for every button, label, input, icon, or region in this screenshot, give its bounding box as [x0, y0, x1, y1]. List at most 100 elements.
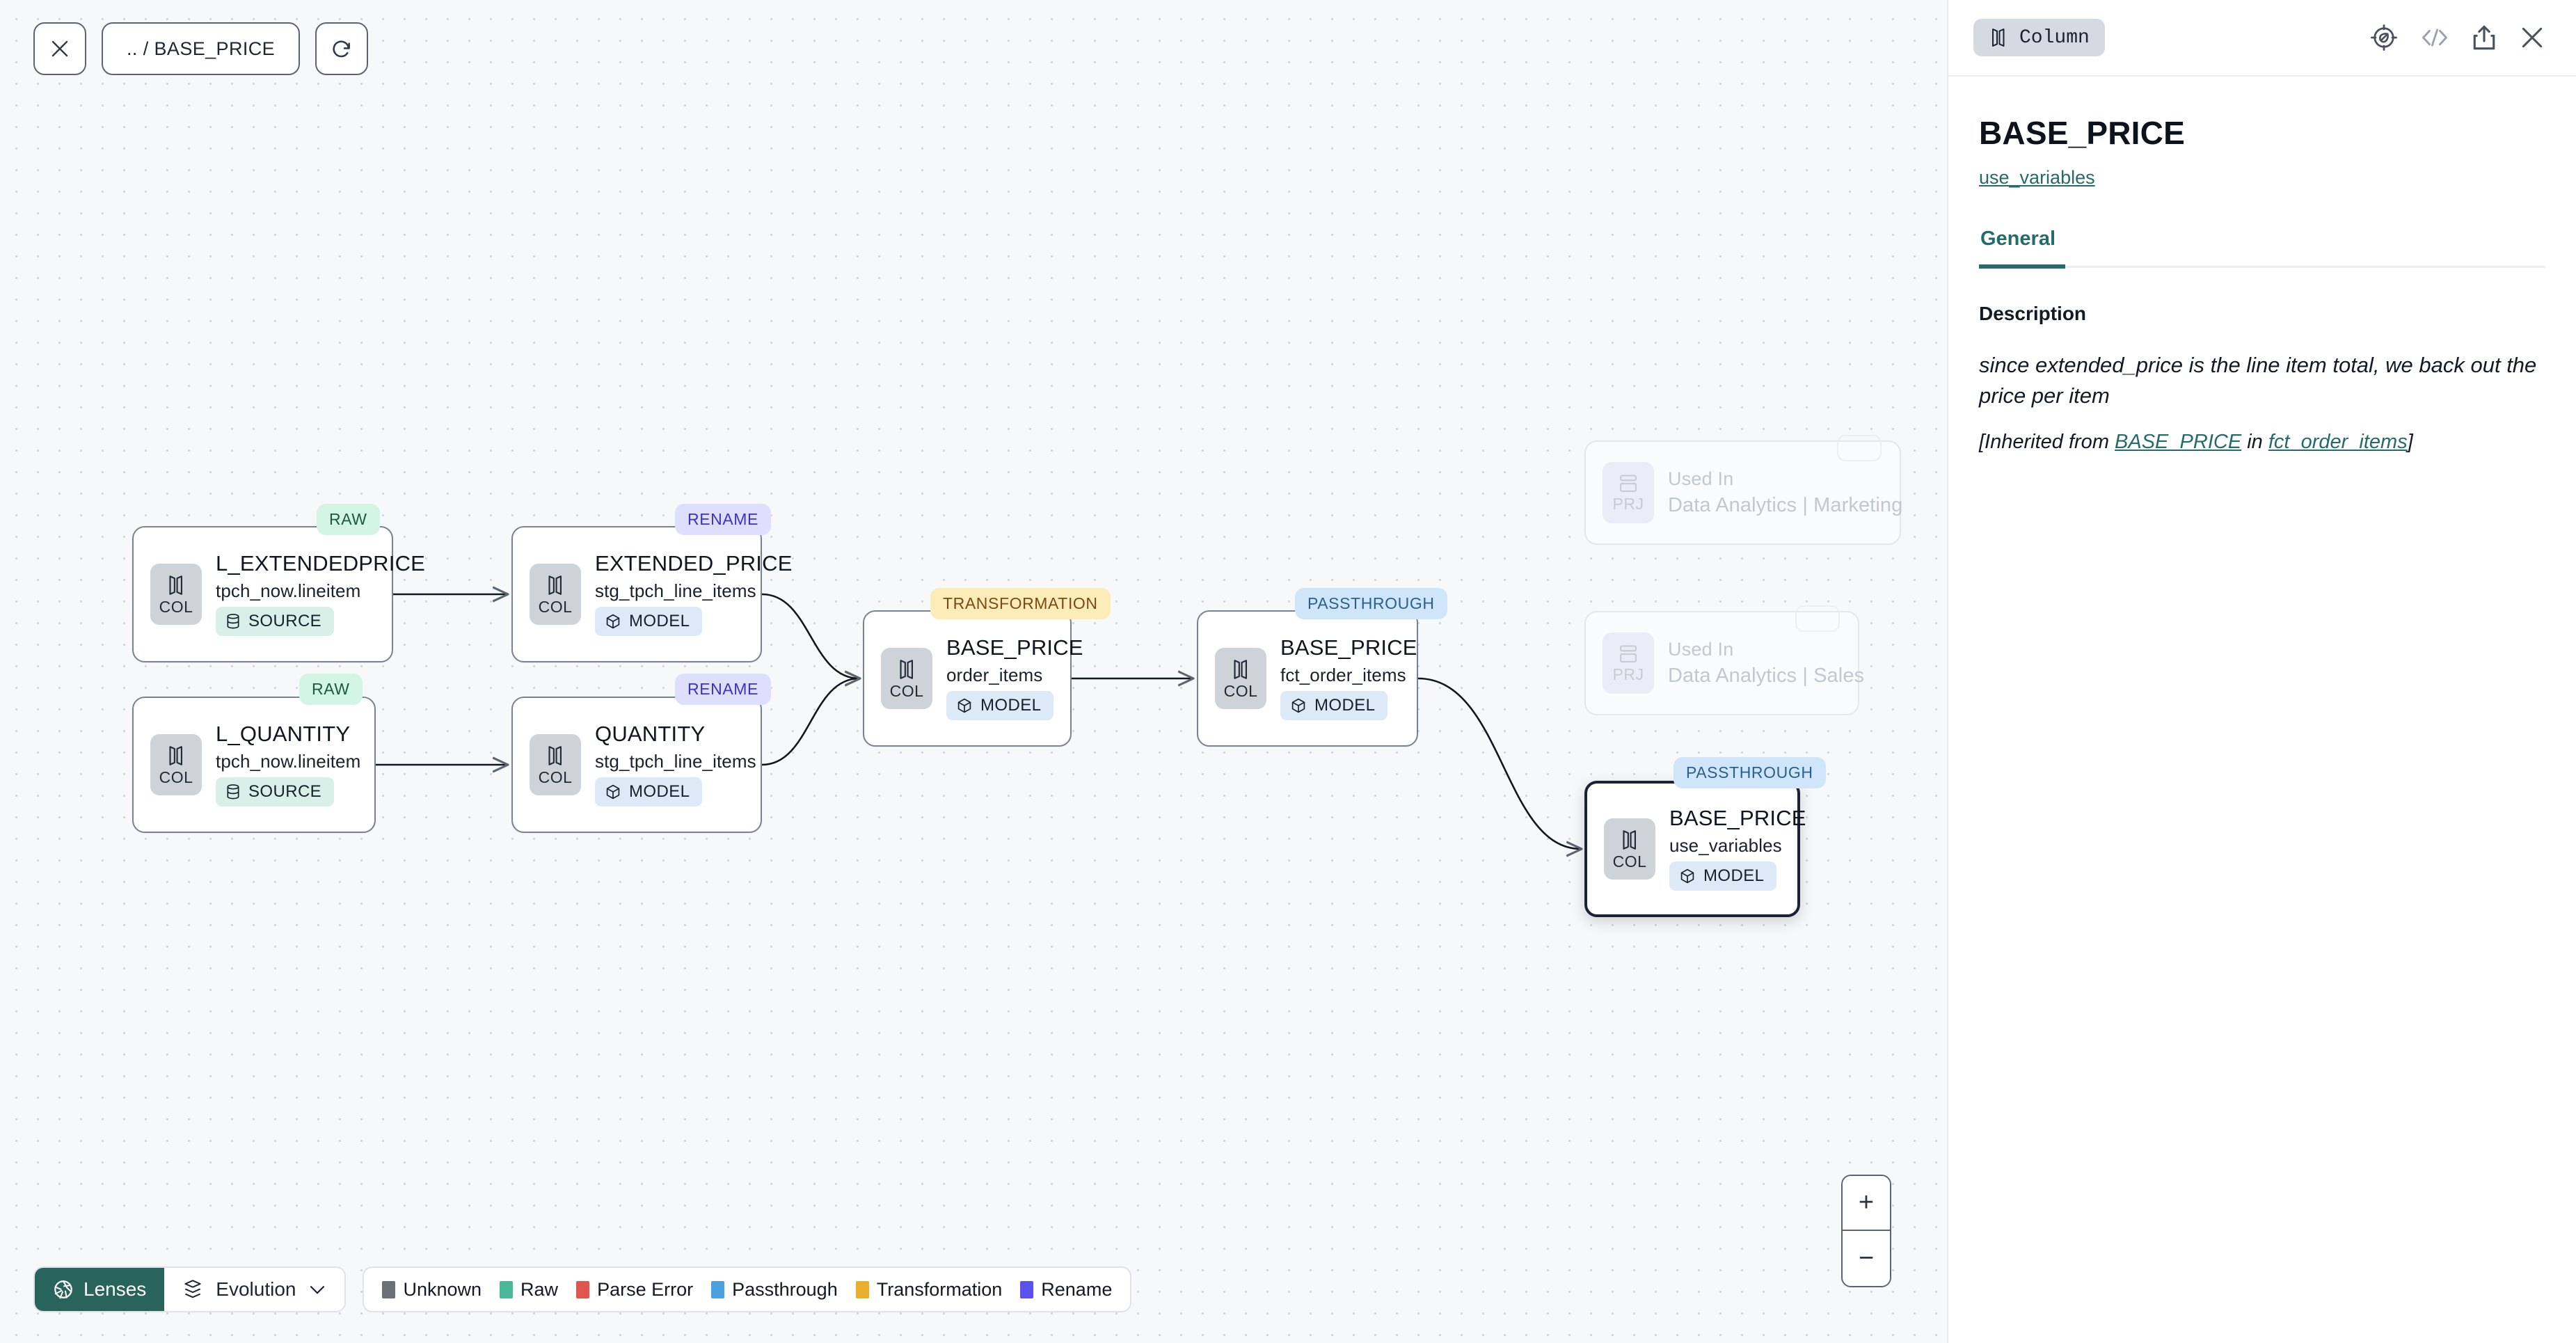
- node-kind-pill: SOURCE: [216, 606, 335, 636]
- node-badge-rename: RENAME: [675, 674, 772, 705]
- lenses-label: Lenses: [84, 1278, 147, 1300]
- project-chip: PRJ: [1603, 633, 1654, 694]
- inherited-suffix: ]: [2407, 431, 2413, 454]
- node-subtitle: stg_tpch_line_items: [595, 580, 756, 601]
- evolution-dropdown[interactable]: Evolution: [164, 1268, 345, 1311]
- database-icon: [227, 614, 239, 629]
- node-badge-passthrough: PASSTHROUGH: [1295, 588, 1447, 619]
- column-chip: COL: [881, 648, 932, 709]
- node-subtitle: tpch_now.lineitem: [216, 750, 361, 772]
- node-kind-label: MODEL: [980, 695, 1042, 715]
- node-kind-pill: MODEL: [1280, 690, 1388, 720]
- zoom-in-button[interactable]: +: [1843, 1176, 1890, 1231]
- legend-item[interactable]: Transformation: [855, 1279, 1002, 1301]
- entity-type-label: Column: [2019, 26, 2090, 49]
- column-chip: COL: [530, 734, 581, 795]
- share-icon[interactable]: [2472, 24, 2497, 51]
- lineage-node-l-quantity[interactable]: COL L_QUANTITY tpch_now.lineitem SOURCE: [132, 697, 376, 833]
- panel-header-actions: [2370, 24, 2545, 51]
- explore-icon[interactable]: [2370, 24, 2398, 51]
- close-graph-button[interactable]: [33, 22, 86, 75]
- legend-swatch-passthrough: [711, 1280, 725, 1298]
- breadcrumb: .. / BASE_PRICE: [127, 38, 276, 59]
- inherited-model-link[interactable]: fct_order_items: [2268, 431, 2408, 454]
- cube-icon: [1680, 868, 1694, 884]
- parent-model-link[interactable]: use_variables: [1979, 167, 2095, 188]
- chevron-down-icon: [310, 1286, 325, 1294]
- node-kind-pill: MODEL: [1669, 861, 1777, 891]
- ghost-badge-placeholder: [1795, 605, 1840, 632]
- node-title: L_QUANTITY: [216, 722, 351, 747]
- node-title: L_EXTENDEDPRICE: [216, 551, 426, 576]
- lineage-node-l-extendedprice[interactable]: COL L_EXTENDEDPRICE tpch_now.lineitem SO…: [132, 526, 425, 662]
- column-chip-label: COL: [1223, 682, 1258, 700]
- used-in-node[interactable]: PRJ Used In Data Analytics | Sales: [1584, 605, 1864, 715]
- evolution-label: Evolution: [216, 1278, 296, 1300]
- entity-type-chip[interactable]: Column: [1973, 19, 2105, 56]
- node-kind-label: MODEL: [1703, 866, 1765, 885]
- legend-label: Unknown: [403, 1278, 482, 1300]
- node-subtitle: fct_order_items: [1280, 664, 1406, 685]
- column-icon: [1623, 830, 1636, 850]
- used-in-node[interactable]: PRJ Used In Data Analytics | Marketing: [1584, 435, 1902, 545]
- lineage-node-base-price-order-items[interactable]: COL BASE_PRICE order_items MODEL: [863, 610, 1083, 747]
- column-chip: COL: [1215, 648, 1266, 709]
- inherited-column-link[interactable]: BASE_PRICE: [2115, 431, 2242, 454]
- node-title: QUANTITY: [595, 722, 706, 747]
- column-chip-label: COL: [1612, 852, 1647, 871]
- node-kind-label: SOURCE: [248, 611, 322, 630]
- tab-general[interactable]: General: [1979, 228, 2065, 269]
- legend-item[interactable]: Rename: [1020, 1279, 1112, 1301]
- project-icon: [1620, 475, 1637, 492]
- column-icon: [1234, 660, 1247, 679]
- ghost-badge-placeholder: [1837, 435, 1882, 461]
- refresh-button[interactable]: [315, 22, 369, 75]
- panel-tabs: General: [1979, 228, 2545, 269]
- close-icon[interactable]: [2519, 24, 2545, 51]
- bottom-toolbar: Lenses Evolution Unkno: [33, 1266, 1132, 1312]
- used-in-label: Used In: [1668, 468, 1734, 490]
- lineage-node-base-price-use-variables[interactable]: COL BASE_PRICE use_variables MODEL: [1584, 781, 1806, 917]
- legend-item[interactable]: Parse Error: [576, 1279, 693, 1301]
- cube-icon: [1291, 698, 1305, 713]
- node-kind-pill: MODEL: [595, 606, 703, 636]
- legend-item[interactable]: Unknown: [382, 1279, 482, 1301]
- column-icon: [548, 575, 562, 595]
- database-icon: [227, 784, 239, 800]
- used-in-label: Used In: [1668, 639, 1734, 660]
- legend-label: Passthrough: [732, 1278, 838, 1300]
- node-badge-raw: RAW: [299, 674, 363, 705]
- node-kind-label: MODEL: [1314, 695, 1376, 715]
- node-subtitle: use_variables: [1669, 834, 1782, 856]
- column-chip-label: COL: [538, 598, 573, 616]
- cube-icon: [957, 698, 971, 713]
- column-chip: COL: [150, 734, 202, 795]
- lineage-canvas[interactable]: .. / BASE_PRICE PRJ: [0, 0, 1947, 1343]
- code-icon[interactable]: [2420, 26, 2449, 49]
- aperture-icon: [54, 1280, 72, 1299]
- node-subtitle: order_items: [946, 664, 1043, 685]
- node-kind-label: SOURCE: [248, 781, 322, 801]
- legend-item[interactable]: Raw: [500, 1279, 558, 1301]
- project-chip-label: PRJ: [1612, 665, 1644, 683]
- lineage-node-base-price-fct-order-items[interactable]: COL BASE_PRICE fct_order_items MODEL: [1197, 610, 1418, 747]
- zoom-out-button[interactable]: −: [1843, 1231, 1890, 1286]
- legend-swatch-raw: [500, 1280, 514, 1298]
- lineage-node-quantity[interactable]: COL QUANTITY stg_tpch_line_items MODEL: [511, 697, 762, 833]
- description-label: Description: [1979, 303, 2087, 324]
- status-legend: Unknown Raw Parse Error Passthrough Tran…: [363, 1266, 1132, 1312]
- node-subtitle: stg_tpch_line_items: [595, 750, 756, 772]
- column-chip: COL: [150, 564, 202, 625]
- legend-label: Rename: [1041, 1278, 1113, 1300]
- breadcrumb-button[interactable]: .. / BASE_PRICE: [102, 22, 301, 75]
- canvas-toolbar: .. / BASE_PRICE: [33, 22, 369, 75]
- lineage-node-extended-price[interactable]: COL EXTENDED_PRICE stg_tpch_line_items M…: [511, 526, 792, 662]
- lenses-button[interactable]: Lenses: [35, 1268, 165, 1311]
- node-badge-passthrough: PASSTHROUGH: [1673, 757, 1826, 788]
- project-chip: PRJ: [1603, 462, 1654, 523]
- column-chip: COL: [530, 564, 581, 625]
- legend-swatch-parse-error: [576, 1280, 590, 1298]
- legend-item[interactable]: Passthrough: [711, 1279, 838, 1301]
- node-kind-pill: SOURCE: [216, 777, 335, 806]
